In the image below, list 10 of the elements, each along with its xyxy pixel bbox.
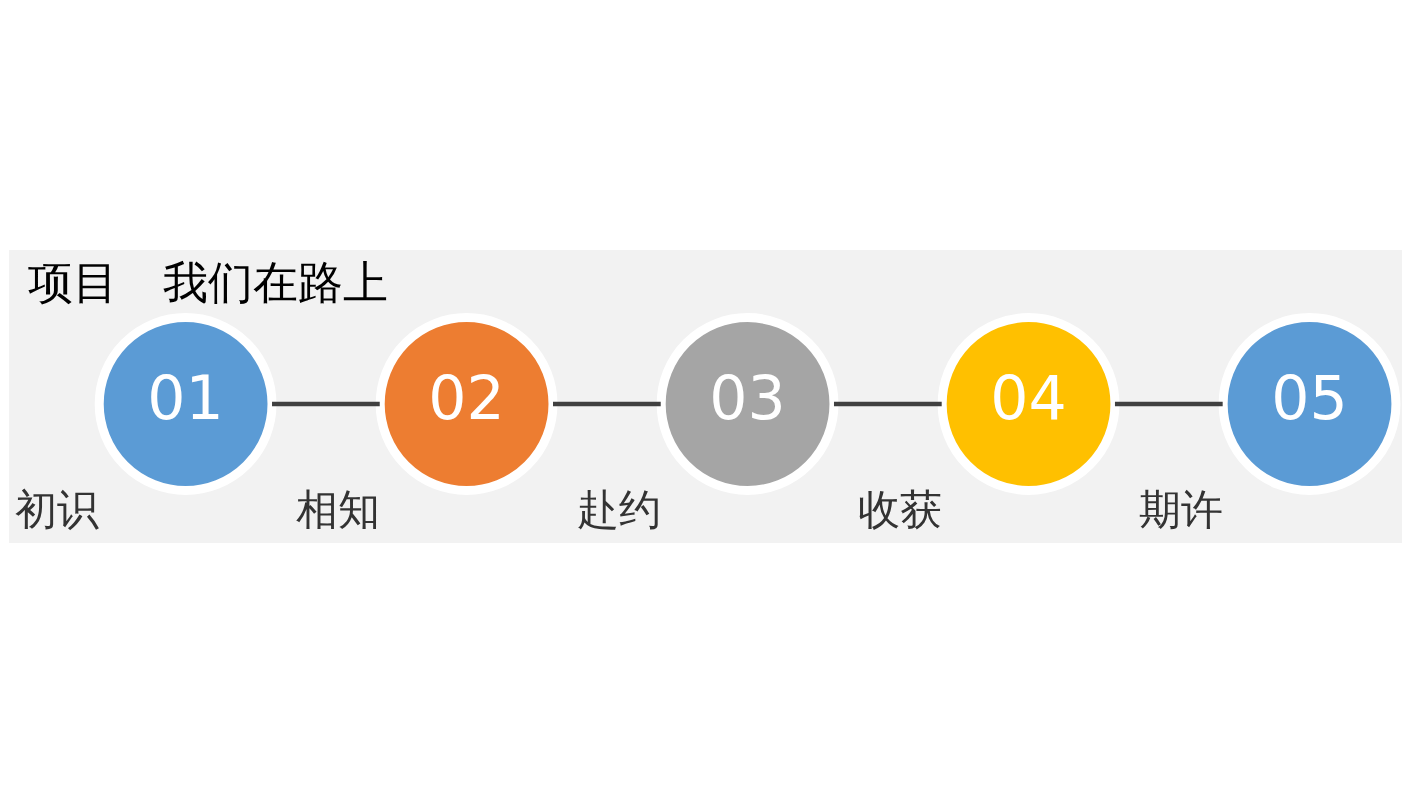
node-circle: 01 [94, 312, 277, 495]
node-circle: 03 [656, 312, 839, 495]
connector [1114, 401, 1223, 406]
node-circle: 05 [1218, 312, 1401, 495]
node-circle: 04 [937, 312, 1120, 495]
connector [834, 401, 942, 406]
connector [553, 401, 661, 406]
node-circle: 02 [375, 312, 558, 495]
connector [272, 401, 380, 406]
diagram-title: 项目 我们在路上 [28, 255, 389, 309]
